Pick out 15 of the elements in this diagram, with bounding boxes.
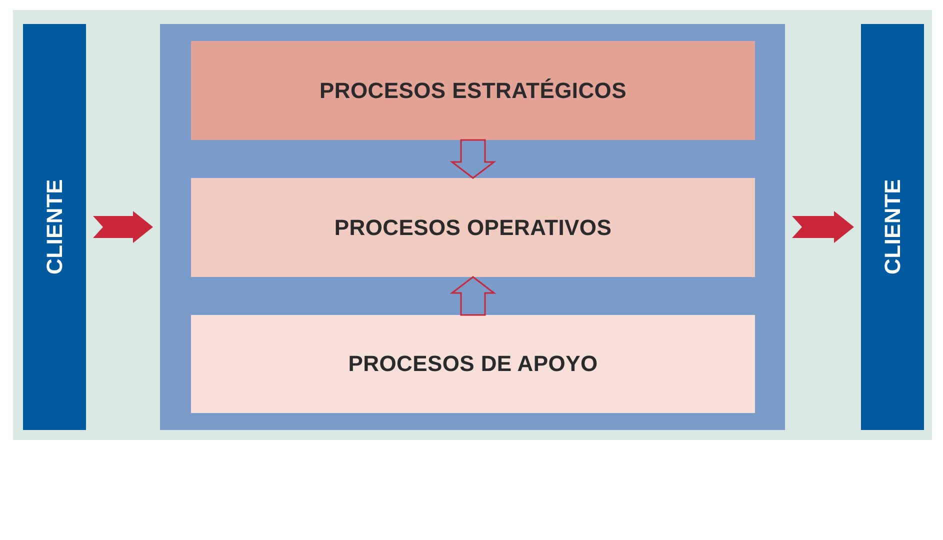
box-label: PROCESOS ESTRATÉGICOS	[320, 78, 626, 104]
process-box	[191, 178, 755, 277]
side-bar	[861, 24, 924, 430]
box-label: PROCESOS DE APOYO	[348, 351, 598, 377]
block-arrow	[450, 276, 496, 316]
box-label: CLIENTE	[880, 179, 906, 275]
block-arrow	[792, 211, 854, 243]
process-box	[191, 315, 755, 413]
box-label: CLIENTE	[42, 179, 68, 275]
side-bar	[23, 24, 86, 430]
box-label: PROCESOS OPERATIVOS	[334, 214, 612, 240]
container-box	[160, 24, 785, 430]
block-arrow	[450, 139, 496, 179]
block-arrow	[93, 211, 153, 243]
process-box	[191, 41, 755, 140]
